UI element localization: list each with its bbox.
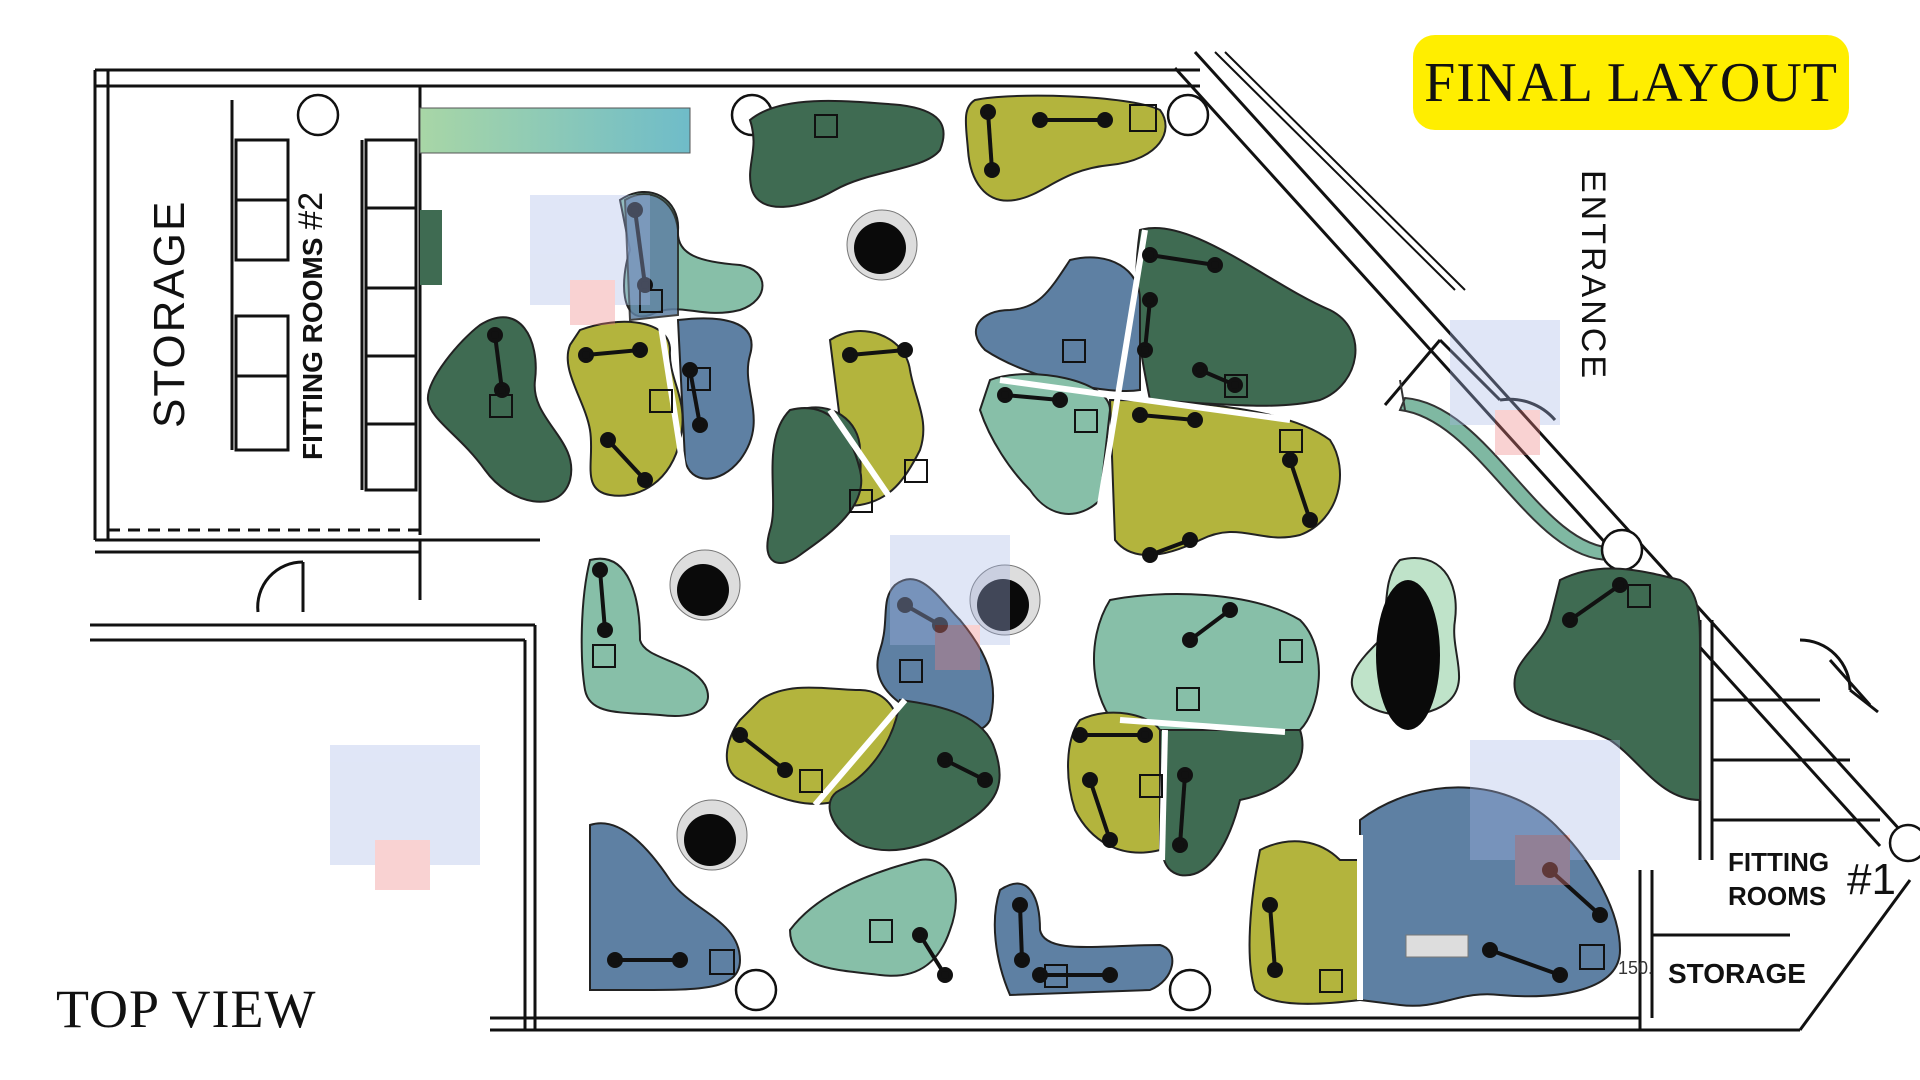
display-island <box>1513 567 1701 802</box>
display-island <box>676 317 755 480</box>
display-island <box>788 858 957 977</box>
room-label-entrance: ENTRANCE <box>1574 170 1612 382</box>
display-island <box>828 698 1001 852</box>
columns <box>296 93 1920 1012</box>
dimension-mark: 150. <box>1618 958 1654 978</box>
cash-counter <box>1405 934 1469 958</box>
room-label-storage-right: STORAGE <box>1668 958 1806 989</box>
display-island <box>580 557 709 717</box>
plants <box>669 209 1440 871</box>
room-label-fitting-rooms-1-num: #1 <box>1847 855 1896 904</box>
display-island <box>1134 227 1357 407</box>
room-label-fitting-rooms-1: FITTING ROOMS <box>1728 847 1830 911</box>
view-label: TOP VIEW <box>56 979 317 1039</box>
final-layout-badge: FINAL LAYOUT <box>1413 35 1849 130</box>
display-island <box>1108 398 1341 556</box>
room-label-storage-left: STORAGE <box>145 199 194 428</box>
walls <box>90 50 1912 1032</box>
display-island <box>964 94 1167 202</box>
display-tables <box>489 104 1651 993</box>
clothing-racks <box>487 104 1628 983</box>
display-island <box>589 822 742 991</box>
room-label-fitting-rooms-2: FITTING ROOMS #2 <box>292 191 330 460</box>
storage-cabinet <box>420 210 442 285</box>
watermark-cubes <box>330 195 1620 890</box>
display-island <box>974 256 1141 392</box>
display-island <box>426 316 573 503</box>
display-island <box>748 99 945 208</box>
display-island <box>1248 840 1361 1005</box>
display-island <box>1093 593 1320 731</box>
display-bench <box>419 107 691 154</box>
